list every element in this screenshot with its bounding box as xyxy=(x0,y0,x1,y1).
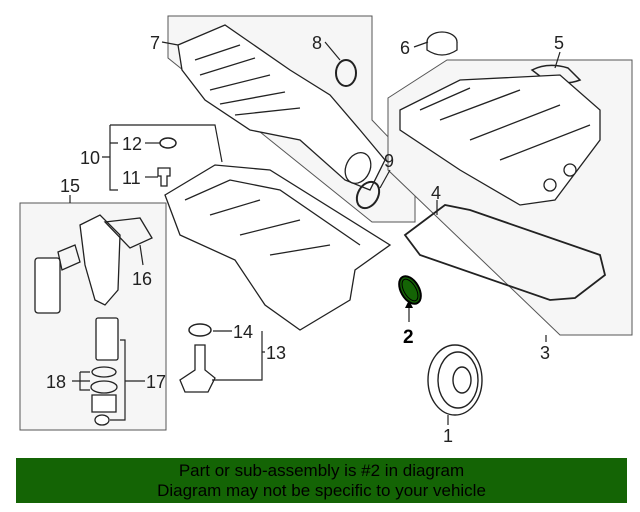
callout-4[interactable]: 4 xyxy=(431,183,441,203)
callout-12[interactable]: 12 xyxy=(122,134,142,154)
callout-1[interactable]: 1 xyxy=(443,426,453,446)
callout-10[interactable]: 10 xyxy=(80,148,100,168)
callout-5[interactable]: 5 xyxy=(554,33,564,53)
oil-filter-housing xyxy=(34,214,153,426)
oil-pan xyxy=(164,164,392,331)
leader-lines xyxy=(69,41,561,425)
callout-15[interactable]: 15 xyxy=(60,176,80,196)
callout-2[interactable]: 2 xyxy=(403,327,414,348)
part-8-gasket xyxy=(335,59,357,87)
callout-18[interactable]: 18 xyxy=(46,372,66,392)
part-6-oil-cap xyxy=(426,31,458,56)
callout-3[interactable]: 3 xyxy=(540,343,550,363)
part-2-seal-highlighted[interactable] xyxy=(395,273,426,308)
part-12-oring xyxy=(159,137,177,149)
callout-13[interactable]: 13 xyxy=(266,343,286,363)
banner-line-2: Diagram may not be specific to your vehi… xyxy=(157,481,486,500)
callout-11[interactable]: 11 xyxy=(122,168,141,188)
part-13-sensor xyxy=(179,344,216,393)
valve-cover xyxy=(399,74,601,206)
part-4-gasket xyxy=(403,204,607,301)
part-11-plug xyxy=(157,167,171,187)
callout-8[interactable]: 8 xyxy=(312,33,322,53)
banner-line-1: Part or sub-assembly is #2 in diagram xyxy=(178,461,465,480)
callout-9[interactable]: 9 xyxy=(384,151,394,171)
callout-7[interactable]: 7 xyxy=(150,33,160,53)
arrow-head-2 xyxy=(405,300,413,308)
intake-manifold xyxy=(177,24,386,191)
part-2-seal-inner xyxy=(401,278,419,302)
info-banner: Part or sub-assembly is #2 in diagram Di… xyxy=(16,458,627,503)
part-14-oring xyxy=(188,323,212,337)
part-1-pulley xyxy=(427,344,483,416)
part-9-gasket xyxy=(355,180,381,210)
callout-17[interactable]: 17 xyxy=(146,372,166,392)
callout-14[interactable]: 14 xyxy=(233,322,253,342)
callout-16[interactable]: 16 xyxy=(132,269,152,289)
callout-6[interactable]: 6 xyxy=(400,38,410,58)
